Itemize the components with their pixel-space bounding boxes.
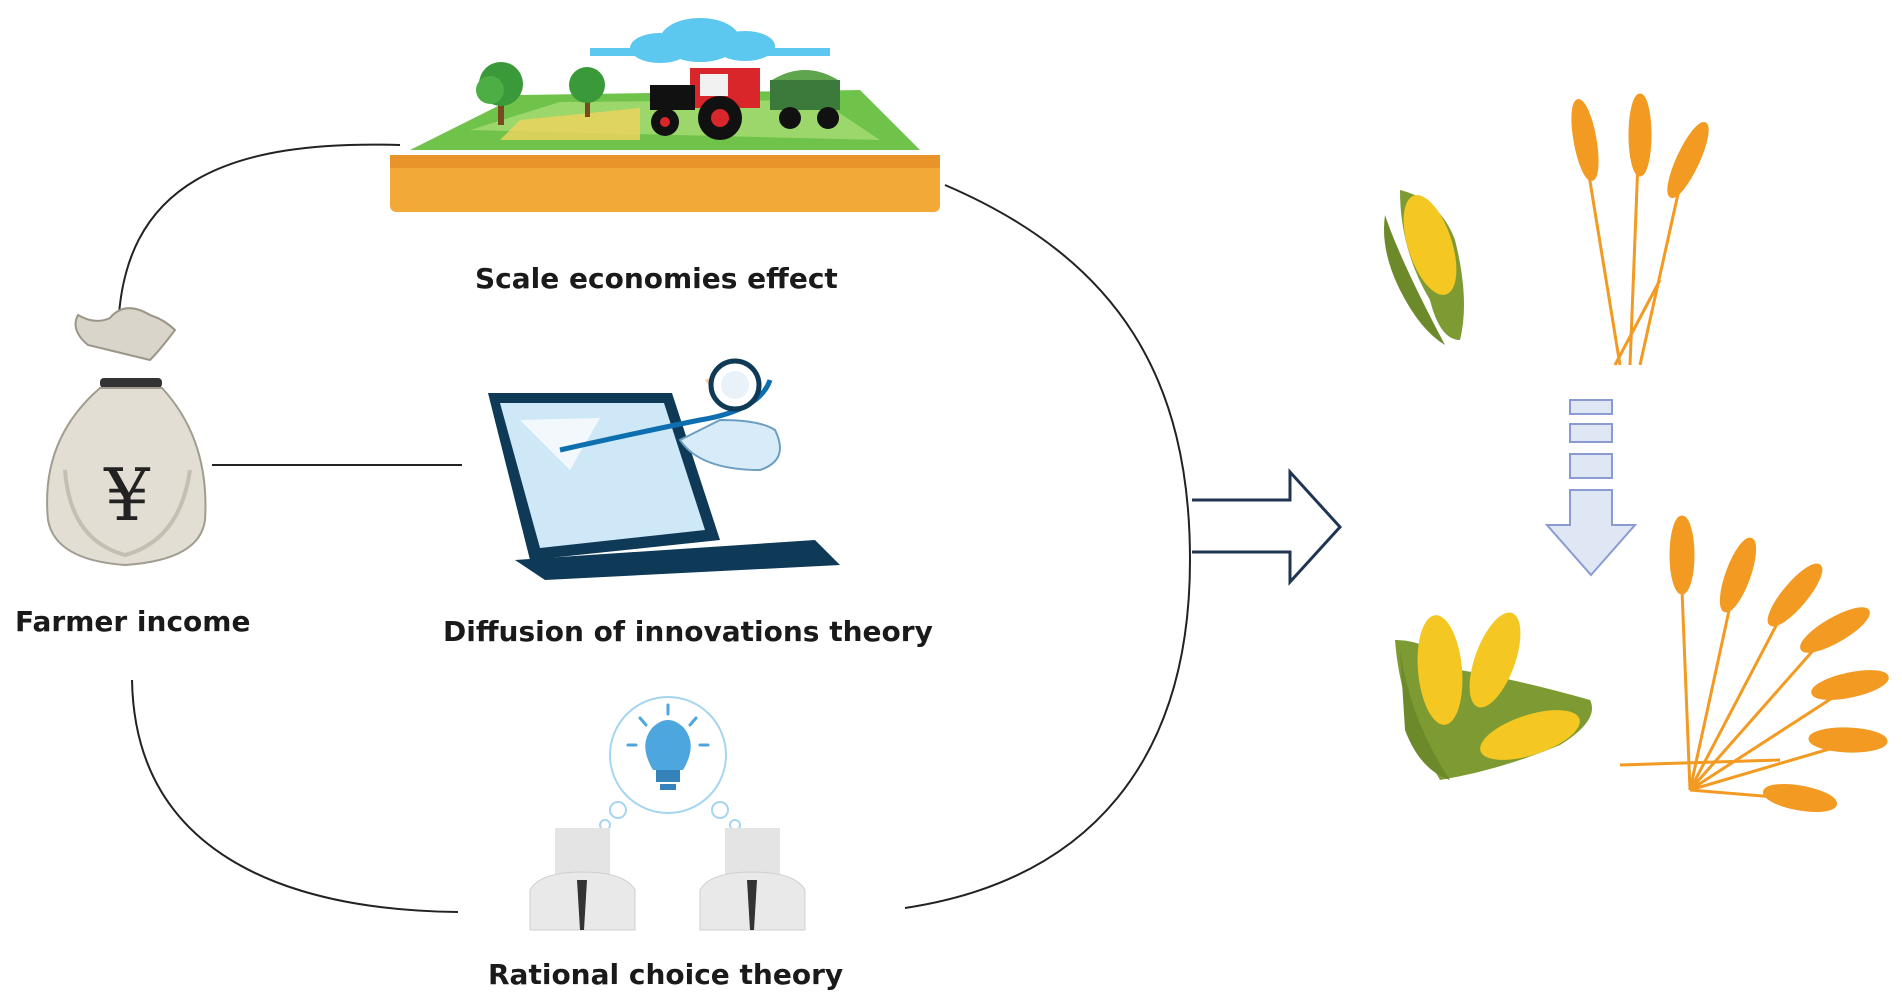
tree-icon — [569, 67, 605, 117]
connector-bag-farm — [117, 143, 401, 336]
corn-icon — [1395, 612, 1592, 780]
corn-icon — [1384, 190, 1464, 345]
down-arrow-icon — [1544, 399, 1638, 577]
wheat-icon — [1619, 515, 1889, 813]
label-rational-choice: Rational choice theory — [488, 958, 844, 991]
tractor-icon — [650, 68, 840, 140]
label-diffusion: Diffusion of innovations theory — [443, 615, 933, 648]
right-arrow-icon — [1192, 468, 1343, 586]
connector-bag-people — [131, 679, 459, 913]
label-farmer-income: Farmer income — [15, 605, 251, 638]
tree-icon — [476, 62, 523, 125]
wheat-icon — [1571, 93, 1709, 366]
label-scale-economies: Scale economies effect — [475, 262, 838, 295]
people-icon — [529, 828, 806, 931]
connector-right-arc — [904, 184, 1192, 909]
currency-symbol: ¥ — [103, 453, 151, 537]
cloud-icon — [590, 18, 830, 63]
lightbulb-icon — [599, 696, 741, 831]
